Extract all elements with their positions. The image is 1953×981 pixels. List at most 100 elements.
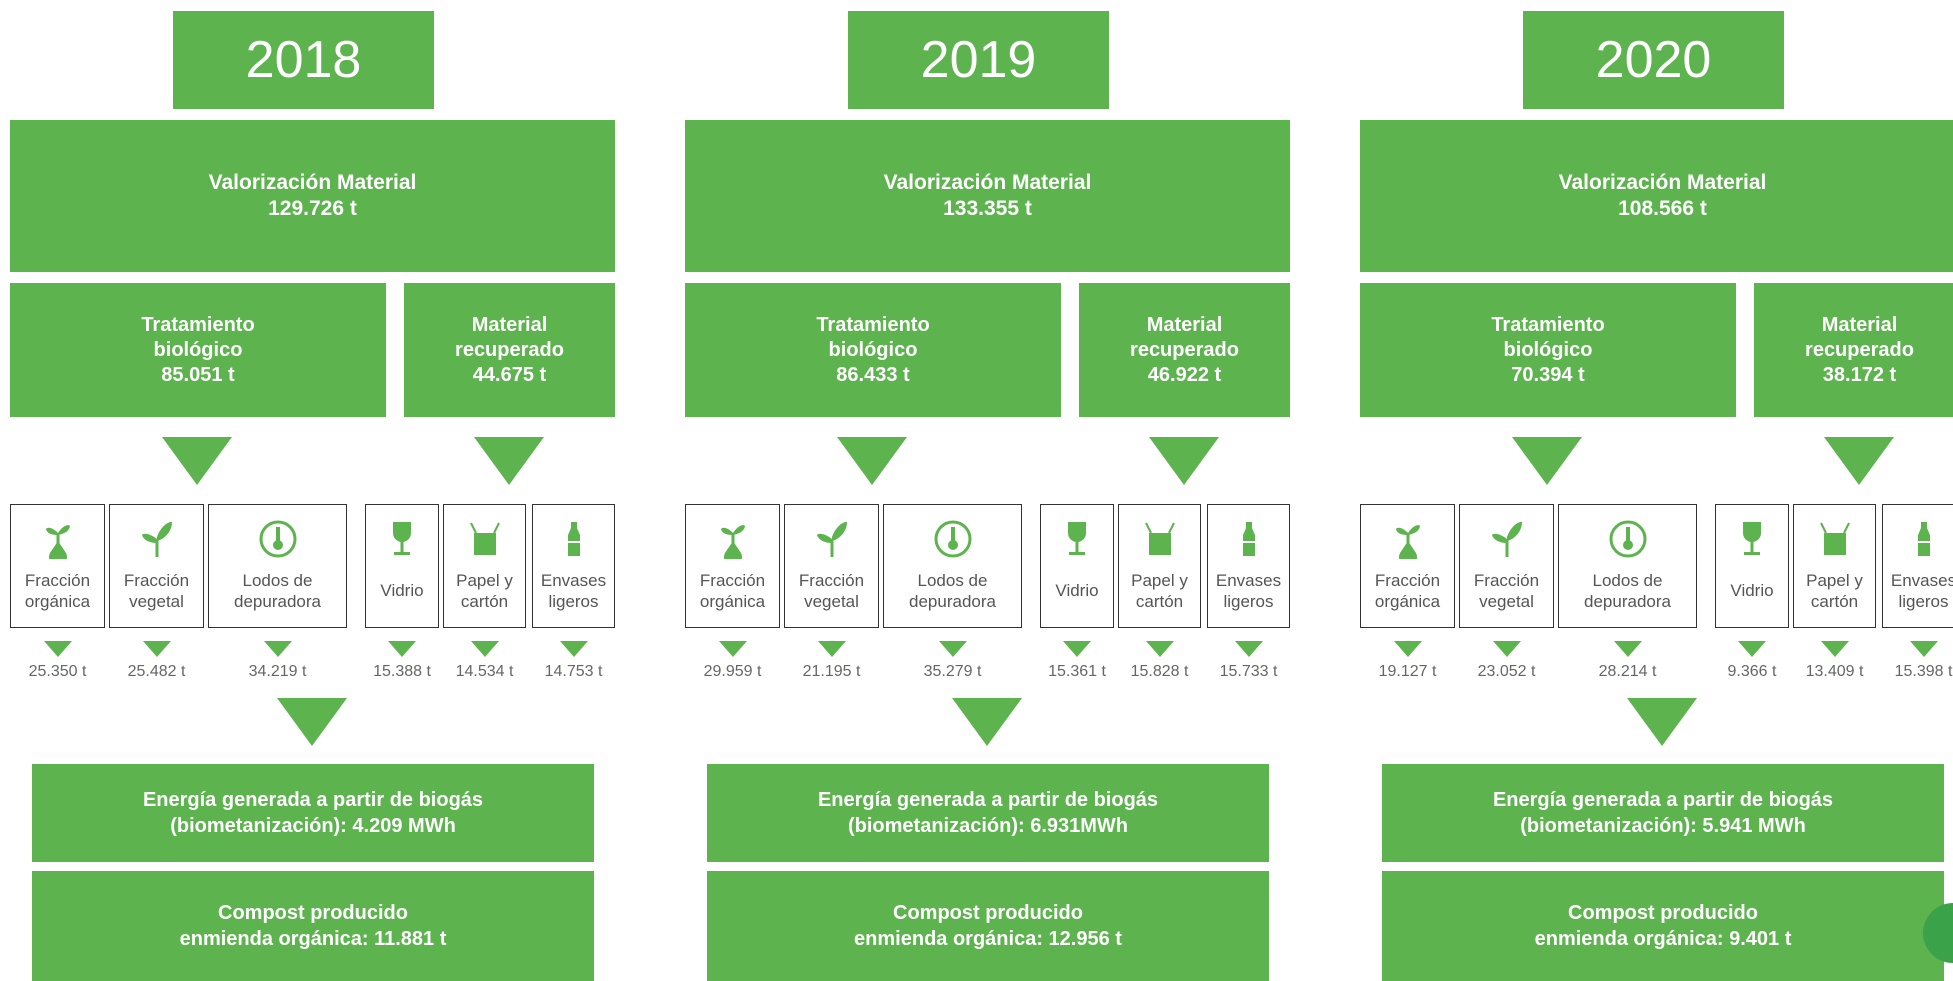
wine-glass-icon	[389, 505, 415, 570]
waste-category-label: Papel y cartón	[456, 570, 513, 612]
compost-line-1: Compost producido	[893, 900, 1083, 926]
arrow-down-icon	[1821, 641, 1849, 657]
arrow-down-icon	[818, 641, 846, 657]
arrow-down-icon	[719, 641, 747, 657]
arrow-down-icon	[388, 641, 416, 657]
waste-category-label: Fracción orgánica	[700, 570, 765, 612]
leaf-sprout-icon	[141, 505, 173, 570]
bottle-icon	[1914, 505, 1934, 570]
waste-category-value: 29.959 t	[688, 663, 778, 681]
arrow-down-icon	[560, 641, 588, 657]
waste-category-value: 23.052 t	[1462, 663, 1552, 681]
tratamiento-value: 86.433 t	[836, 363, 909, 388]
arrow-down-icon	[264, 641, 292, 657]
paper-bin-icon	[1143, 505, 1177, 570]
arrow-down-icon	[1063, 641, 1091, 657]
arrow-down-icon	[162, 437, 232, 485]
waste-category-label: Papel y cartón	[1131, 570, 1188, 612]
energy-line-1: Energía generada a partir de biogás	[818, 787, 1158, 813]
material-label-1: Material	[1147, 313, 1223, 338]
waste-category-label: Envases ligeros	[1216, 570, 1281, 612]
arrow-down-icon	[837, 437, 907, 485]
arrow-down-icon	[1824, 437, 1894, 485]
waste-category-label: Fracción orgánica	[1375, 570, 1440, 612]
waste-category-label: Lodos de depuradora	[1584, 570, 1671, 612]
waste-category-value: 19.127 t	[1363, 663, 1453, 681]
tratamiento-value: 85.051 t	[161, 363, 234, 388]
sprout-drop-icon	[43, 505, 73, 570]
arrow-down-icon	[1235, 641, 1263, 657]
energy-line-2: (biometanización): 4.209 MWh	[170, 813, 456, 839]
year-header: 2019	[848, 11, 1109, 109]
compost-line-1: Compost producido	[1568, 900, 1758, 926]
thermometer-icon	[1608, 505, 1648, 570]
thermometer-icon	[933, 505, 973, 570]
arrow-down-icon	[1394, 641, 1422, 657]
energy-line-1: Energía generada a partir de biogás	[1493, 787, 1833, 813]
waste-category-label: Fracción vegetal	[799, 570, 864, 612]
arrow-down-icon	[143, 641, 171, 657]
waste-category-box: Fracción vegetal	[1459, 504, 1554, 628]
waste-category-box: Envases ligeros	[1207, 504, 1290, 628]
valorizacion-label: Valorización Material	[209, 170, 417, 196]
paper-bin-icon	[1818, 505, 1852, 570]
paper-bin-icon	[468, 505, 502, 570]
waste-category-box: Lodos de depuradora	[883, 504, 1022, 628]
waste-category-label: Vidrio	[1055, 580, 1098, 601]
material-label-2: recuperado	[455, 338, 564, 363]
waste-category-box: Vidrio	[1040, 504, 1114, 628]
waste-category-box: Fracción orgánica	[10, 504, 105, 628]
valorizacion-value: 108.566 t	[1618, 196, 1707, 222]
leaf-sprout-icon	[1491, 505, 1523, 570]
waste-category-label: Envases ligeros	[541, 570, 606, 612]
waste-category-value: 9.366 t	[1707, 663, 1797, 681]
waste-category-value: 14.534 t	[440, 663, 530, 681]
energy-box: Energía generada a partir de biogás(biom…	[32, 764, 594, 862]
sprout-drop-icon	[1393, 505, 1423, 570]
arrow-down-icon	[474, 437, 544, 485]
waste-category-label: Envases ligeros	[1891, 570, 1953, 612]
waste-category-value: 35.279 t	[908, 663, 998, 681]
waste-category-label: Fracción vegetal	[1474, 570, 1539, 612]
waste-category-box: Vidrio	[1715, 504, 1789, 628]
waste-category-box: Papel y cartón	[443, 504, 526, 628]
waste-category-box: Papel y cartón	[1793, 504, 1876, 628]
arrow-down-icon	[1627, 698, 1697, 746]
tratamiento-label-2: biológico	[829, 338, 918, 363]
year-header: 2018	[173, 11, 434, 109]
waste-category-label: Vidrio	[380, 580, 423, 601]
waste-category-value: 14.753 t	[529, 663, 619, 681]
compost-line-1: Compost producido	[218, 900, 408, 926]
compost-line-2: enmienda orgánica: 9.401 t	[1535, 926, 1792, 952]
waste-category-box: Fracción vegetal	[784, 504, 879, 628]
energy-line-1: Energía generada a partir de biogás	[143, 787, 483, 813]
energy-line-2: (biometanización): 5.941 MWh	[1520, 813, 1806, 839]
waste-category-value: 25.482 t	[112, 663, 202, 681]
bottle-icon	[564, 505, 584, 570]
material-label-1: Material	[472, 313, 548, 338]
material-label-2: recuperado	[1130, 338, 1239, 363]
material-value: 44.675 t	[473, 363, 546, 388]
waste-category-box: Fracción vegetal	[109, 504, 204, 628]
waste-category-value: 21.195 t	[787, 663, 877, 681]
waste-category-box: Envases ligeros	[532, 504, 615, 628]
compost-line-2: enmienda orgánica: 11.881 t	[180, 926, 447, 952]
waste-category-box: Vidrio	[365, 504, 439, 628]
energy-line-2: (biometanización): 6.931MWh	[848, 813, 1128, 839]
waste-category-value: 15.398 t	[1879, 663, 1953, 681]
arrow-down-icon	[1512, 437, 1582, 485]
waste-category-box: Envases ligeros	[1882, 504, 1953, 628]
waste-category-value: 34.219 t	[233, 663, 323, 681]
valorizacion-label: Valorización Material	[884, 170, 1092, 196]
bottle-icon	[1239, 505, 1259, 570]
leaf-sprout-icon	[816, 505, 848, 570]
waste-category-label: Papel y cartón	[1806, 570, 1863, 612]
